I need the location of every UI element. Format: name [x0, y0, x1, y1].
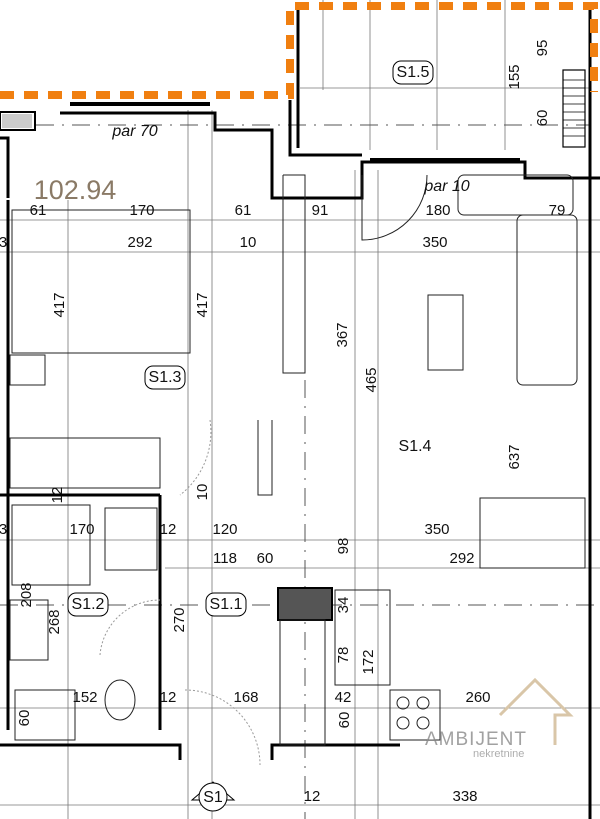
dim-label: 78: [335, 647, 352, 664]
dim-label: 152: [72, 689, 97, 706]
room-label: S1.3: [149, 369, 182, 386]
dim-label: 155: [506, 64, 523, 89]
dim-label: 367: [334, 322, 351, 347]
dim-label: 118: [213, 550, 237, 567]
walls: [0, 5, 600, 819]
dim-label: 350: [424, 521, 449, 538]
note-par-70: par 70: [111, 123, 157, 140]
dim-label: 10: [240, 234, 257, 251]
dim-label: 61: [30, 202, 47, 219]
dim-label: 292: [127, 234, 152, 251]
dim-label: 3: [0, 234, 7, 251]
watermark-brand: AMBIJENT: [425, 729, 527, 750]
dim-label: 12: [49, 487, 66, 504]
dim-label: 79: [549, 202, 566, 219]
dim-label: 60: [336, 712, 353, 729]
dim-label: 268: [46, 609, 63, 634]
dim-label: 168: [233, 689, 258, 706]
room-label: S1.4: [399, 438, 432, 455]
total-area: 102.94: [34, 175, 117, 205]
dim-label: 91: [312, 202, 329, 219]
section-mark: S1: [203, 789, 223, 806]
dim-label: 208: [18, 582, 35, 607]
dim-label: 417: [51, 292, 68, 317]
dim-label: 260: [465, 689, 490, 706]
dim-label: 170: [69, 521, 94, 538]
dim-label: 60: [534, 110, 551, 127]
dim-label: 42: [335, 689, 352, 706]
dim-label: 637: [506, 444, 523, 469]
dim-label: 270: [171, 607, 188, 632]
balcony-highlight: [0, 2, 598, 99]
dim-label: 465: [363, 367, 380, 392]
dim-label: 10: [194, 484, 211, 501]
watermark-logo: AMBIJENT nekretnine: [425, 677, 574, 760]
dim-label: 180: [425, 202, 450, 219]
room-label: S1.2: [72, 596, 105, 613]
dim-label: 350: [422, 234, 447, 251]
dim-label: 61: [235, 202, 252, 219]
dim-label: 3: [0, 521, 7, 538]
dim-label: 34: [335, 597, 352, 614]
room-label: S1.1: [210, 596, 243, 613]
room-labels: S1.5 S1.3 S1.4 S1.2 S1.1 S1: [67, 60, 434, 812]
dimension-labels: 95 155 60 61 170 61 91 180 79 3 292 10 3…: [0, 40, 565, 805]
dim-label: 98: [335, 538, 352, 555]
dim-label: 172: [360, 649, 377, 674]
dim-label: 12: [160, 521, 177, 538]
note-par-10: par 10: [423, 178, 469, 195]
dim-label: 12: [304, 788, 321, 805]
room-label: S1.5: [397, 64, 430, 81]
dim-label: 95: [534, 40, 551, 57]
dim-label: 292: [449, 550, 474, 567]
watermark-tagline: nekretnine: [473, 748, 524, 760]
dim-label: 417: [194, 292, 211, 317]
dim-label: 120: [212, 521, 237, 538]
dim-label: 170: [129, 202, 154, 219]
dim-label: 60: [257, 550, 274, 567]
dim-label: 12: [160, 689, 177, 706]
dim-label: 60: [16, 710, 33, 727]
dim-label: 338: [452, 788, 477, 805]
